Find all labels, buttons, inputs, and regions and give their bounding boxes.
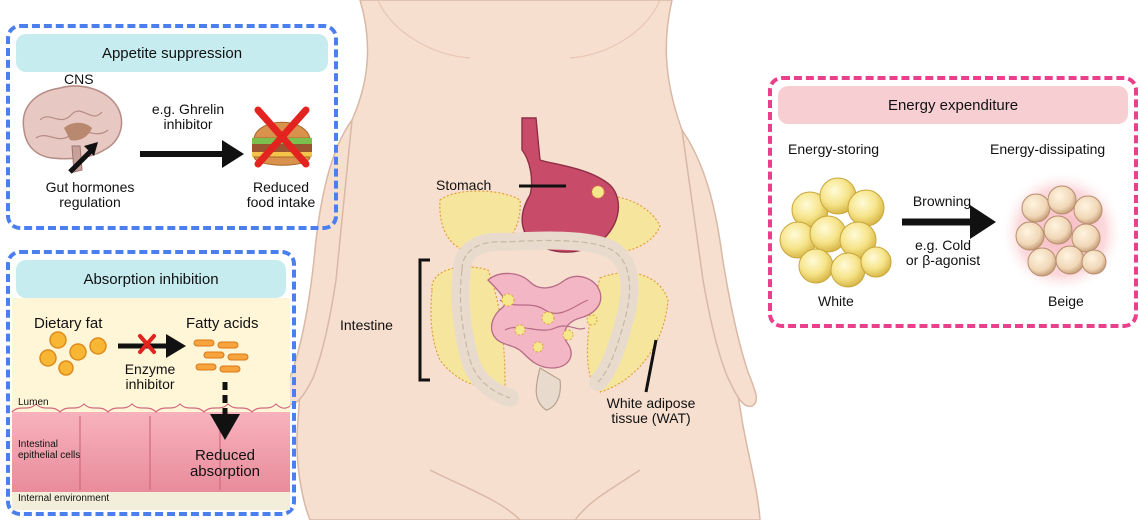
cold-line2: or β-agonist: [888, 253, 998, 268]
energy-dissipating-label: Energy-dissipating: [990, 142, 1105, 157]
white-fat-cluster: [780, 178, 891, 287]
cold-agonist-label: e.g. Cold or β-agonist: [888, 238, 998, 267]
beige-label: Beige: [1048, 294, 1084, 309]
energy-storing-label: Energy-storing: [788, 142, 879, 157]
white-label: White: [818, 294, 854, 309]
beige-fat-cluster: [1016, 186, 1106, 276]
cold-line1: e.g. Cold: [888, 238, 998, 253]
browning-label: Browning: [892, 194, 992, 209]
